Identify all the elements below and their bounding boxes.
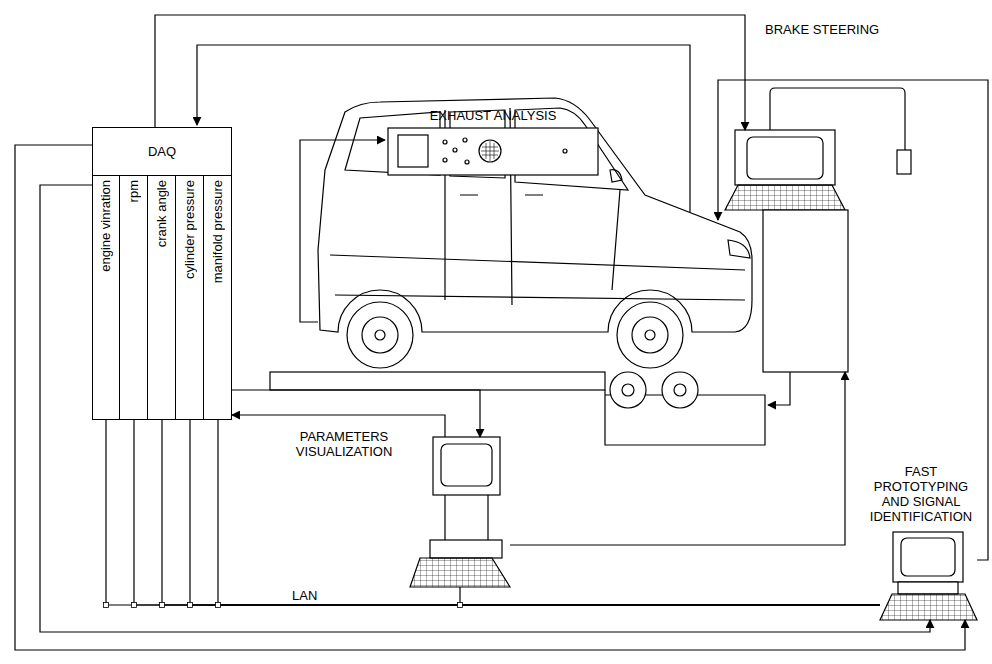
signal-name: engine vinration (98, 180, 113, 272)
keyboard (880, 594, 977, 620)
signal-column: rpm (120, 175, 148, 420)
connector (155, 15, 745, 130)
dyno-roller (622, 384, 634, 396)
computer-tower (763, 210, 848, 372)
brake-steering-computer: BRAKE STEERING (725, 130, 848, 372)
car-mirror (610, 170, 622, 182)
car-wheel (375, 330, 385, 340)
monitor-screen (441, 444, 492, 486)
signal-name: rpm (126, 180, 141, 202)
signal-column: crank angle (148, 175, 176, 420)
car-body (318, 98, 752, 332)
steering-handset (897, 150, 911, 174)
car-headlight (728, 240, 750, 258)
car-wheel (645, 330, 655, 340)
dyno-roller (674, 384, 686, 396)
connector (218, 420, 880, 605)
monitor-stand (445, 495, 488, 540)
monitor-screen (901, 538, 955, 576)
dyno-roller (610, 372, 646, 408)
monitor-screen (747, 137, 823, 179)
bus-junction (104, 603, 109, 608)
exhaust-analyser: EXHAUST ANALYSIS (388, 128, 598, 175)
signal-name: cylinder pressure (182, 180, 197, 279)
car-handle (460, 194, 543, 195)
analyser-dot (465, 160, 469, 164)
network-label: LAN (292, 588, 317, 603)
box-title: DAQ (148, 144, 176, 159)
device-label: FAST PROTOTYPING AND SIGNAL IDENTIFICATI… (860, 464, 982, 524)
signal-wire (197, 45, 690, 212)
analyser-dot (443, 140, 447, 144)
car-wheel (347, 302, 413, 368)
monitor (433, 437, 500, 495)
connector (460, 587, 880, 605)
signal-wire (300, 140, 385, 322)
connector (106, 420, 880, 605)
daq-box: DAQ engine vinration rpm crank angle cylinde… (92, 127, 232, 420)
bus-junction (188, 603, 193, 608)
analyser-dot (443, 158, 447, 162)
car-wheel (617, 302, 683, 368)
car-wheel (362, 317, 398, 353)
computer-base (430, 540, 502, 558)
dyno-platform (270, 372, 605, 390)
computer-base (898, 582, 958, 594)
connector (134, 420, 880, 605)
analyser-dot (463, 138, 467, 142)
car-wheel (632, 317, 668, 353)
analyser-knob (481, 141, 499, 161)
bus-junction (132, 603, 137, 608)
signal-name: manifold pressure (210, 180, 225, 283)
connector (190, 420, 880, 605)
bus-junction (216, 603, 221, 608)
exhaust-analyser (388, 128, 598, 175)
signal-wire (768, 372, 790, 405)
bus-junction (160, 603, 165, 608)
analyser-dot (563, 149, 567, 153)
device-label: BRAKE STEERING (765, 22, 879, 37)
keyboard (725, 185, 845, 210)
device-label: PARAMETERS VISUALIZATION (288, 429, 400, 459)
keyboard (410, 558, 510, 587)
device-label: EXHAUST ANALYSIS (430, 108, 557, 123)
monitor (893, 532, 963, 582)
connector (162, 420, 880, 605)
connector (510, 372, 845, 545)
bus-junction (458, 603, 463, 608)
signal-column: manifold pressure (204, 175, 232, 420)
dyno-roller (662, 372, 698, 408)
signal-column: engine vinration (92, 175, 120, 420)
prototyping-computer: FAST PROTOTYPING AND SIGNAL IDENTIFICATI… (880, 532, 977, 620)
signal-wire (718, 80, 988, 560)
analyser-screen (398, 135, 428, 167)
car-trim (330, 255, 745, 300)
signal-name: crank angle (154, 180, 169, 247)
visualization-computer: PARAMETERS VISUALIZATION (410, 437, 510, 587)
monitor (735, 130, 835, 185)
analyser-dot (453, 148, 457, 152)
analyser-knob (479, 140, 501, 162)
signal-column: cylinder pressure (176, 175, 204, 420)
